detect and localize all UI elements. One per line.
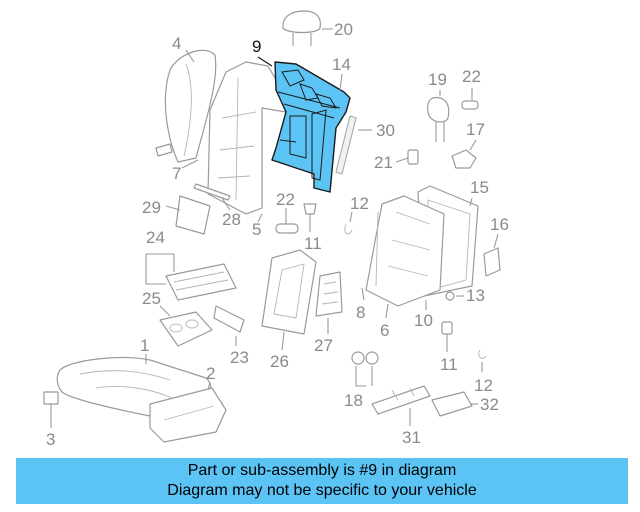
callout-30: 30 xyxy=(376,121,395,140)
callout-8: 8 xyxy=(356,303,365,322)
part-28-strip xyxy=(193,183,231,211)
callout-6: 6 xyxy=(380,321,389,340)
part-12-clip-middle xyxy=(344,211,353,235)
callout-11-middle: 11 xyxy=(304,234,322,253)
part-30-rod xyxy=(335,115,372,175)
callout-31: 31 xyxy=(402,428,421,447)
callout-22-top: 22 xyxy=(462,67,481,86)
callout-18: 18 xyxy=(344,391,363,410)
callout-32: 32 xyxy=(480,395,499,414)
callout-12-right: 12 xyxy=(474,376,493,395)
callout-11-right: 11 xyxy=(440,355,458,374)
seatback-cover-assembly xyxy=(207,61,301,215)
callout-13: 13 xyxy=(466,286,485,305)
callout-26: 26 xyxy=(270,352,289,371)
info-banner: Part or sub-assembly is #9 in diagram Di… xyxy=(16,458,628,504)
part-7-bracket xyxy=(155,143,199,169)
callout-19: 19 xyxy=(428,70,447,89)
callout-25: 25 xyxy=(142,289,161,308)
callout-20: 20 xyxy=(334,20,353,39)
callout-28: 28 xyxy=(222,210,241,229)
part-9-fill xyxy=(271,61,351,193)
callout-10: 10 xyxy=(414,311,433,330)
callout-14: 14 xyxy=(332,55,351,74)
callout-1: 1 xyxy=(140,336,149,355)
part-9-seatback-frame xyxy=(257,56,351,193)
callout-2: 2 xyxy=(206,364,215,383)
callout-4: 4 xyxy=(172,34,181,53)
callout-23: 23 xyxy=(230,348,249,367)
parts-diagram: 20 4 9 14 19 22 30 17 21 7 15 22 12 29 2… xyxy=(43,10,509,449)
part-26-frame-panel xyxy=(261,249,317,351)
part-11-bolt-middle xyxy=(303,203,317,232)
callout-27: 27 xyxy=(314,336,333,355)
part-25-cupholder-tray xyxy=(159,305,213,347)
callout-22-middle: 22 xyxy=(276,190,295,209)
part-2-seat-base xyxy=(149,381,227,443)
callout-16: 16 xyxy=(490,215,509,234)
part-12-clip-right xyxy=(478,349,487,372)
part-22-guide-middle xyxy=(275,208,299,234)
callout-29: 29 xyxy=(142,198,161,217)
part-24-armrest xyxy=(145,253,237,301)
callout-24: 24 xyxy=(146,228,165,247)
part-31-buckle xyxy=(371,385,431,426)
part-18-buttons xyxy=(351,351,379,387)
part-27-small-panel xyxy=(315,271,343,334)
part-11-bolt-right xyxy=(441,321,453,352)
part-3-hook xyxy=(43,391,59,428)
callout-5: 5 xyxy=(252,220,261,239)
callout-12-middle: 12 xyxy=(350,194,369,213)
part-16-bracket xyxy=(483,233,501,277)
part-20-headrest xyxy=(282,10,333,46)
callout-7: 7 xyxy=(172,164,181,183)
part-13-clip xyxy=(445,291,464,301)
callout-9: 9 xyxy=(252,37,261,56)
callout-15: 15 xyxy=(470,178,489,197)
banner-line-2: Diagram may not be specific to your vehi… xyxy=(167,482,477,499)
part-32-module xyxy=(431,391,478,417)
part-19-headrest xyxy=(427,90,450,142)
part-21-bolt xyxy=(395,149,419,165)
part-22-guide xyxy=(461,88,479,110)
part-4-side-bolster xyxy=(164,49,217,163)
part-23-trim-strip xyxy=(213,305,245,346)
banner-line-1: Part or sub-assembly is #9 in diagram xyxy=(187,462,457,479)
callout-21: 21 xyxy=(374,153,393,172)
callout-17: 17 xyxy=(466,120,485,139)
part-17-latch xyxy=(451,139,477,169)
part-6-seatback-cushion xyxy=(365,195,445,319)
part-29-pad xyxy=(165,195,211,235)
callout-3: 3 xyxy=(46,430,55,449)
